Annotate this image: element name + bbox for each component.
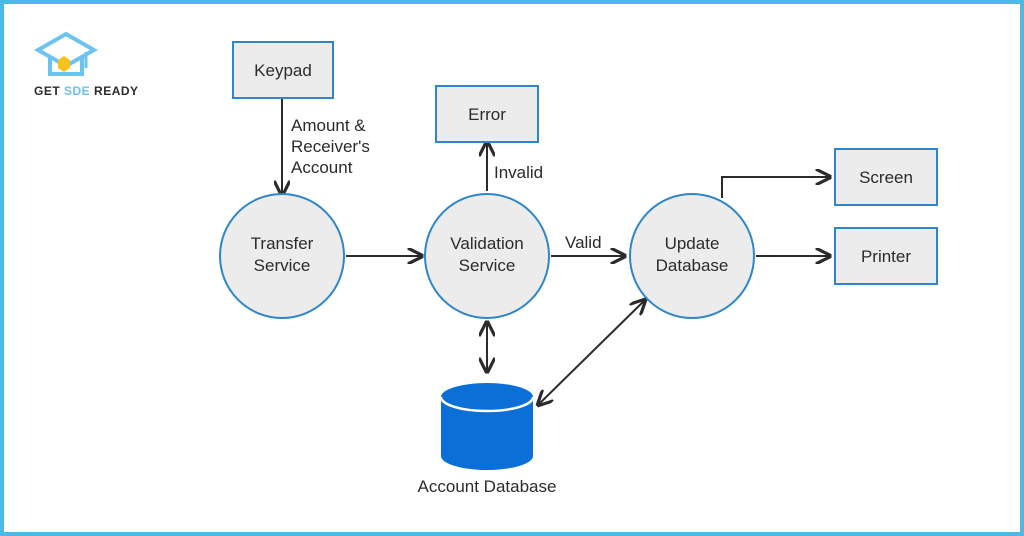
database-icon	[439, 383, 535, 470]
house-cap-icon	[33, 31, 99, 76]
node-validation-service-label-1: Validation	[450, 234, 523, 253]
node-transfer-service: Transfer Service	[219, 193, 345, 319]
brand-get: GET	[34, 84, 61, 98]
node-screen-label: Screen	[859, 168, 913, 187]
edge-label-amount-3: Account	[291, 158, 353, 177]
node-account-database-label: Account Database	[418, 477, 557, 496]
node-account-database: Account Database	[418, 383, 557, 496]
brand-name: GET SDE READY	[34, 84, 139, 98]
node-error-label: Error	[468, 105, 506, 124]
node-printer: Printer	[834, 227, 938, 285]
node-validation-service: Validation Service	[424, 193, 550, 319]
edge-label-amount-2: Receiver's	[291, 137, 370, 156]
node-error: Error	[435, 85, 539, 143]
brand-sde: SDE	[64, 84, 91, 98]
node-keypad-label: Keypad	[254, 61, 312, 80]
edge-label-valid: Valid	[565, 233, 602, 252]
node-keypad: Keypad	[232, 41, 334, 99]
node-update-database: Update Database	[629, 193, 755, 319]
edge-label-amount-1: Amount &	[291, 116, 366, 135]
node-update-database-label-2: Database	[656, 256, 729, 275]
node-transfer-service-label-1: Transfer	[251, 234, 314, 253]
brand-ready: READY	[94, 84, 139, 98]
data-flow-diagram: Amount & Receiver's Account Invalid Vali…	[219, 41, 938, 496]
edge-update-to-screen	[721, 177, 830, 198]
node-update-database-label-1: Update	[665, 234, 720, 253]
node-validation-service-label-2: Service	[459, 256, 516, 275]
node-printer-label: Printer	[861, 247, 911, 266]
brand-logo	[26, 26, 156, 106]
edge-label-invalid: Invalid	[494, 163, 543, 182]
edge-update-account-db	[538, 300, 645, 405]
node-screen: Screen	[834, 148, 938, 206]
node-transfer-service-label-2: Service	[254, 256, 311, 275]
